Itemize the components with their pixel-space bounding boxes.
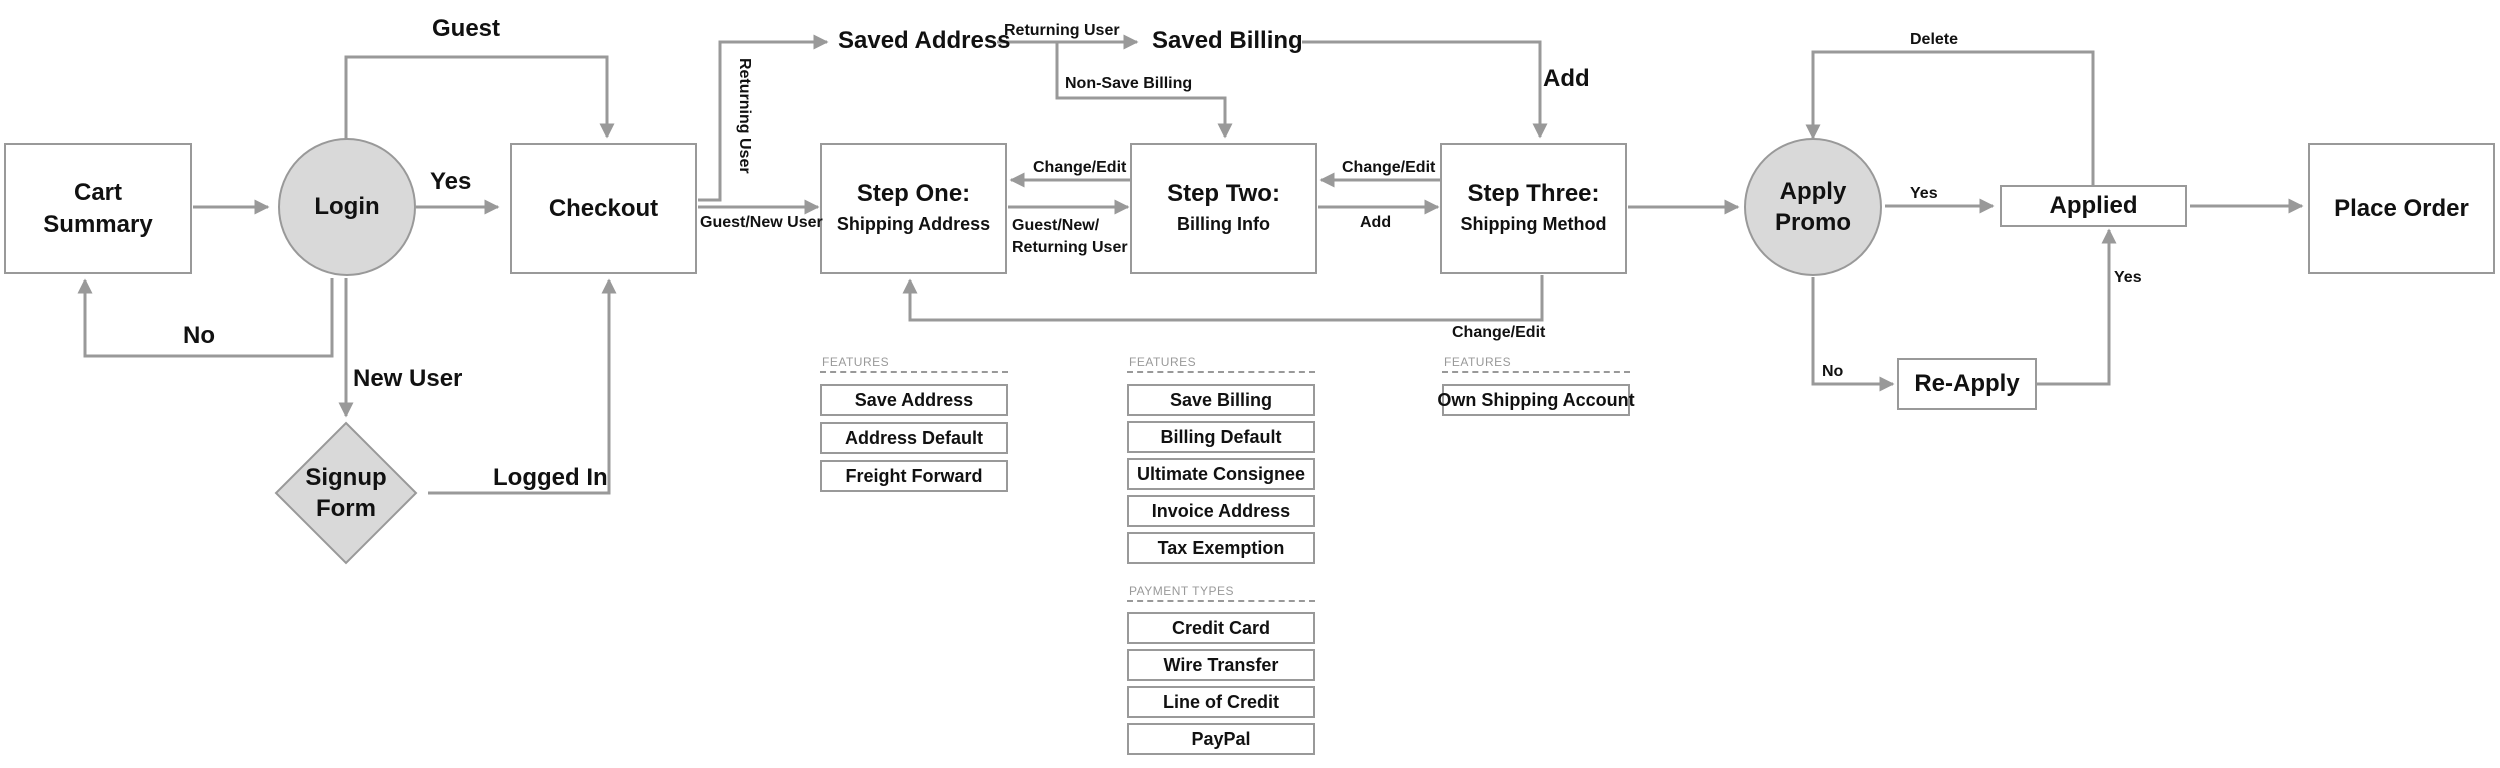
feature-billing-default: Billing Default [1127,421,1315,453]
cart-summary-label: Cart Summary [43,179,153,238]
saved-billing-node: Saved Billing [1152,27,1303,54]
step-two-features-heading: FEATURES [1129,355,1197,369]
feature-save-address: Save Address [820,384,1008,416]
step-two-features-divider [1127,371,1315,373]
re-apply-box: Re-Apply [1897,358,2037,410]
edge-step-three-change-to-step-one [902,275,1544,322]
applied-label: Applied [2049,192,2138,220]
edge-label-logged-in: Logged In [493,464,608,491]
signup-form-diamond [274,421,418,565]
edge-saved-billing-to-step-three [1302,40,1548,139]
step-two-subtitle: Billing Info [1177,214,1270,235]
feature-freight-forward: Freight Forward [820,460,1008,492]
edge-reapply-yes-to-applied [2037,228,2117,386]
edge-label-guest: Guest [432,15,501,42]
step-three-box: Step Three: Shipping Method [1440,143,1627,274]
payment-line-of-credit: Line of Credit [1127,686,1315,718]
edge-checkout-to-saved-address [698,34,829,202]
step-one-box: Step One: Shipping Address [820,143,1007,274]
edge-label-no-login: No [183,322,215,349]
edge-label-change-edit-2: Change/Edit [1342,159,1436,176]
step-one-features-divider [820,371,1008,373]
edge-label-add-top: Add [1543,65,1590,92]
place-order-label: Place Order [2334,194,2469,222]
login-circle: Login [278,138,416,276]
edge-label-no-promo: No [1822,363,1844,380]
apply-promo-circle: Apply Promo [1744,138,1882,276]
edge-label-returning-user-vertical: Returning User [736,58,753,174]
step-two-box: Step Two: Billing Info [1130,143,1317,274]
signup-form-label-wrap: Signup Form [276,453,416,533]
applied-box: Applied [2000,185,2187,227]
step-two-title: Step Two: [1167,180,1280,208]
payment-paypal: PayPal [1127,723,1315,755]
feature-save-billing: Save Billing [1127,384,1315,416]
feature-invoice-address: Invoice Address [1127,495,1315,527]
edge-login-no-to-cart [77,278,334,358]
edge-promo-no-to-reapply [1811,277,1895,392]
step-one-subtitle: Shipping Address [836,214,991,235]
step-three-subtitle: Shipping Method [1460,214,1607,235]
apply-promo-label: Apply Promo [1774,177,1851,236]
payment-types-heading: PAYMENT TYPES [1129,584,1234,598]
edge-label-non-save-billing: Non-Save Billing [1065,75,1193,92]
edge-label-delete: Delete [1910,31,1959,48]
edge-signup-logged-in-to-checkout [428,278,617,495]
place-order-box: Place Order [2308,143,2495,274]
step-three-title: Step Three: [1467,180,1600,208]
checkout-label: Checkout [548,194,659,222]
step-one-features-heading: FEATURES [822,355,890,369]
edge-label-yes-reapply: Yes [2114,269,2142,286]
payment-credit-card: Credit Card [1127,612,1315,644]
edge-login-guest-to-checkout [344,55,615,140]
checkout-box: Checkout [510,143,697,274]
payment-wire-transfer: Wire Transfer [1127,649,1315,681]
re-apply-label: Re-Apply [1914,370,2020,398]
feature-tax-exemption: Tax Exemption [1127,532,1315,564]
edge-label-new-user: New User [353,365,463,392]
feature-ultimate-consignee: Ultimate Consignee [1127,458,1315,490]
signup-form-label: Signup Form [305,463,387,522]
edge-label-guest-new-returning: Guest/New/ Returning User [1012,217,1128,256]
feature-own-shipping-account: Own Shipping Account [1437,384,1635,416]
feature-address-default: Address Default [820,422,1008,454]
edge-label-yes-promo: Yes [1910,185,1938,202]
edge-label-returning-user-top: Returning User [1004,22,1120,39]
edge-label-change-edit-1: Change/Edit [1033,159,1127,176]
edge-label-yes-login: Yes [430,168,472,195]
edge-applied-delete-to-promo [1805,50,2095,185]
edge-label-guest-new-user: Guest/New User [700,214,823,231]
saved-address-node: Saved Address [838,27,1011,54]
login-label: Login [314,193,380,221]
step-three-features-divider [1442,371,1630,373]
cart-summary-box: Cart Summary [4,143,192,274]
payment-types-divider [1127,600,1315,602]
step-three-features-heading: FEATURES [1444,355,1512,369]
step-one-title: Step One: [856,180,971,208]
edge-label-change-edit-3: Change/Edit [1452,324,1546,341]
edge-label-add-mid: Add [1360,214,1392,231]
edge-non-save-billing-to-step-two [1055,42,1233,139]
